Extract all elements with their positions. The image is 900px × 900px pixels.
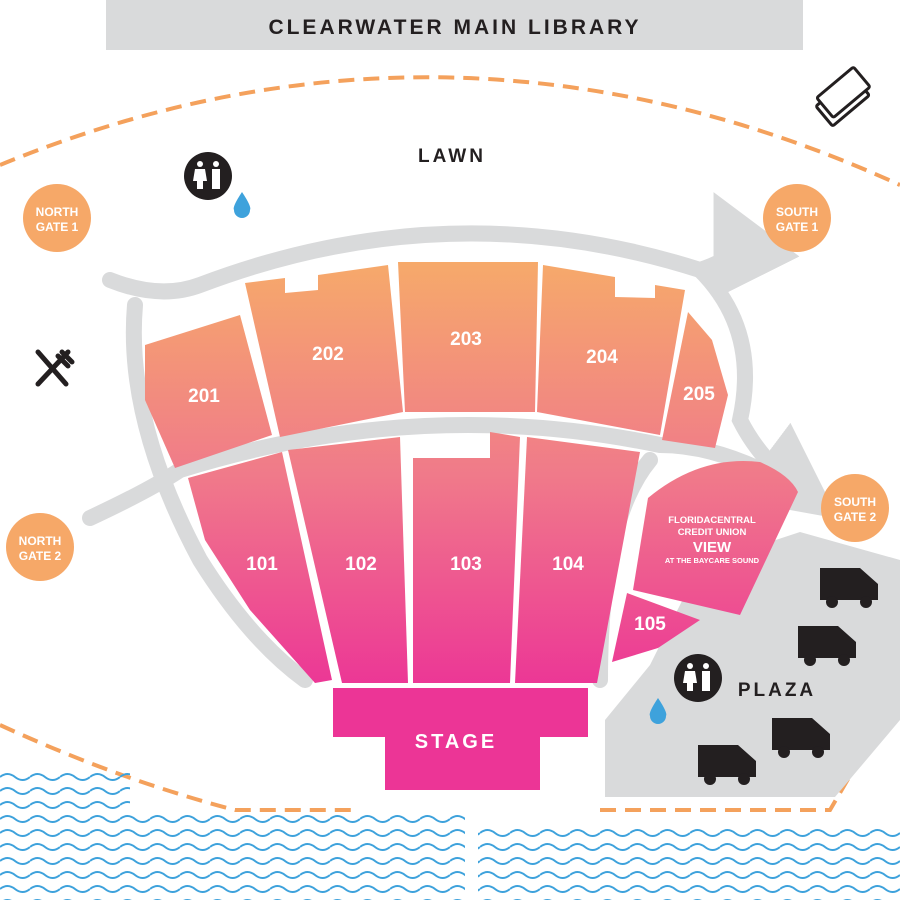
view-line1: FLORIDACENTRAL [668,515,756,526]
south-gate-2[interactable]: SOUTH GATE 2 [821,474,889,542]
food-truck-icon [798,626,856,666]
venue-boundary-top [0,75,900,187]
lawn-label: LAWN [418,146,486,167]
food-truck-icon [820,568,878,608]
water-fountain-icon [649,698,667,724]
gate-label: SOUTH [776,205,818,219]
gate-label: GATE 1 [776,220,819,234]
section-204-label: 204 [586,347,618,368]
gate-label: SOUTH [834,495,876,509]
venue-boundary-right [600,688,900,812]
seating-sections [145,262,798,683]
section-201-label: 201 [188,386,220,407]
north-gate-1[interactable]: NORTH GATE 1 [23,184,91,252]
south-gate-1[interactable]: SOUTH GATE 1 [763,184,831,252]
section-204[interactable] [537,265,685,435]
water-fountain-icon [233,192,251,218]
header-bar [106,0,803,50]
food-icon [35,349,75,387]
section-view[interactable] [633,461,798,615]
section-104[interactable] [515,437,640,683]
restroom-icon [674,654,722,702]
section-101[interactable] [188,452,332,683]
water-bottom-right [478,825,900,900]
food-truck-icon [698,745,756,785]
section-201[interactable] [145,315,272,468]
section-203-label: 203 [450,329,482,350]
north-gate-2[interactable]: NORTH GATE 2 [6,513,74,581]
section-103[interactable] [413,432,520,683]
stage [333,688,588,790]
walkways [82,192,839,688]
section-202-label: 202 [312,344,344,365]
view-line2: CREDIT UNION [678,527,747,538]
plaza-label: PLAZA [738,680,816,701]
stage-label: STAGE [415,731,497,753]
view-line4: AT THE BAYCARE SOUND [665,556,760,565]
section-202[interactable] [245,265,403,437]
section-103-label: 103 [450,554,482,575]
ticket-icon [815,66,871,127]
gate-label: GATE 2 [834,510,877,524]
gate-label: NORTH [36,205,79,219]
section-203[interactable] [398,262,538,412]
section-205[interactable] [662,312,728,448]
water-bottom-left [0,815,465,900]
section-105-label: 105 [634,614,666,635]
water-left [0,770,130,810]
view-line3: VIEW [693,539,732,556]
section-102[interactable] [288,437,408,683]
section-101-label: 101 [246,554,278,575]
gate-label: NORTH [19,534,62,548]
gate-label: GATE 2 [19,549,62,563]
restroom-icon [184,152,232,200]
gate-label: GATE 1 [36,220,79,234]
section-102-label: 102 [345,554,377,575]
food-trucks [698,568,878,785]
food-truck-icon [772,718,830,758]
section-205-label: 205 [683,384,715,405]
section-105[interactable] [612,593,700,662]
section-104-label: 104 [552,554,584,575]
header-title: CLEARWATER MAIN LIBRARY [268,16,641,39]
